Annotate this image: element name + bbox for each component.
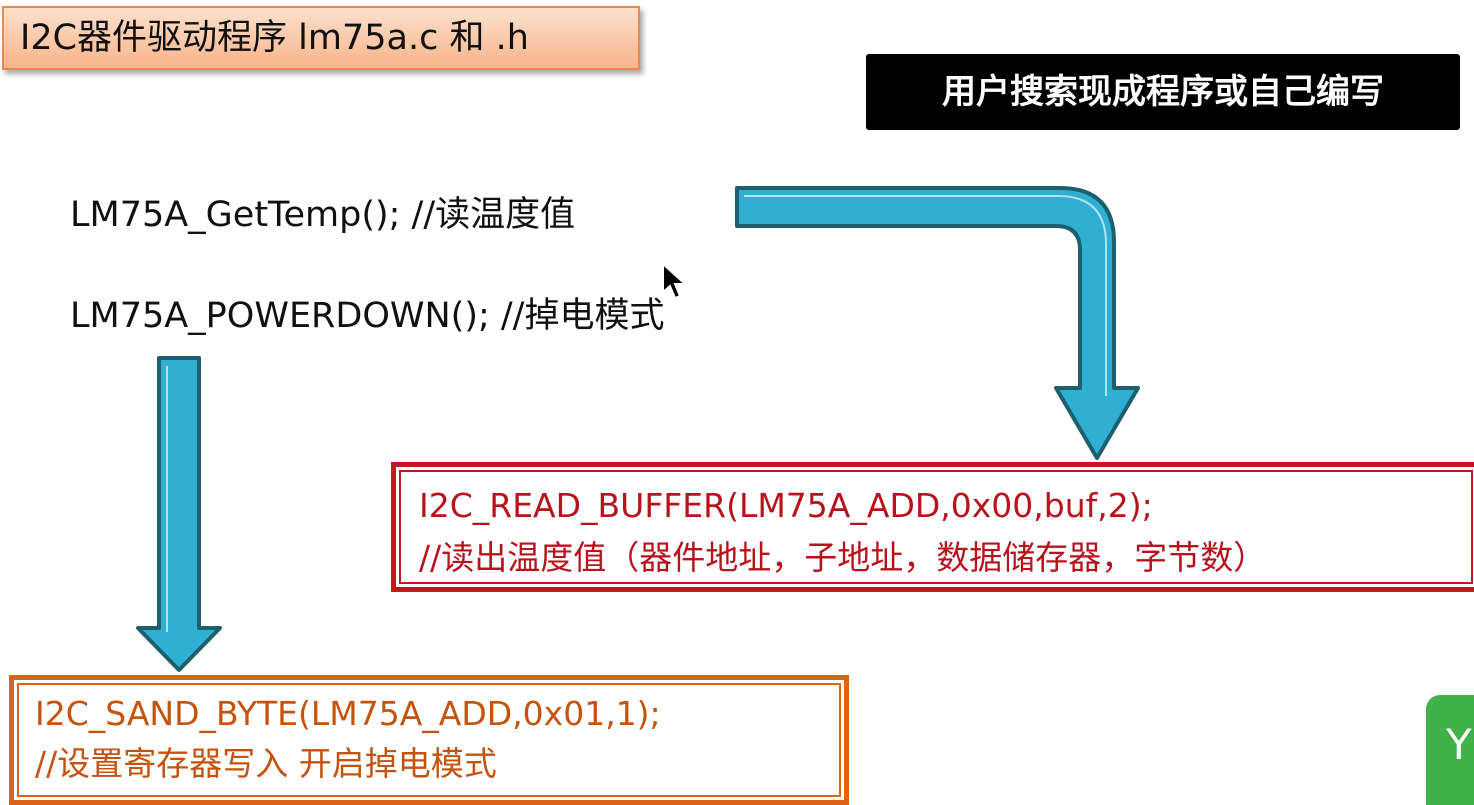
send-byte-box: I2C_SAND_BYTE(LM75A_ADD,0x01,1); //设置寄存器… (9, 675, 849, 805)
slide-title: I2C器件驱动程序 lm75a.c 和 .h (2, 6, 640, 70)
code-line-powerdown: LM75A_POWERDOWN(); //掉电模式 (70, 296, 665, 336)
mouse-pointer-icon (662, 262, 688, 300)
send-byte-comment: //设置寄存器写入 开启掉电模式 (35, 744, 497, 783)
read-buffer-box: I2C_READ_BUFFER(LM75A_ADD,0x00,buf,2); /… (391, 462, 1474, 592)
send-byte-code: I2C_SAND_BYTE(LM75A_ADD,0x01,1); (35, 694, 661, 733)
read-buffer-code: I2C_READ_BUFFER(LM75A_ADD,0x00,buf,2); (419, 486, 1153, 525)
corner-tab[interactable]: Y (1426, 695, 1474, 805)
straight-arrow-down-icon (136, 356, 222, 672)
read-buffer-comment: //读出温度值（器件地址，子地址，数据储存器，字节数） (419, 538, 1267, 577)
code-line-get-temp: LM75A_GetTemp(); //读温度值 (70, 195, 576, 235)
bent-arrow-down-icon (735, 186, 1140, 460)
search-or-write-badge: 用户搜索现成程序或自己编写 (866, 54, 1460, 130)
